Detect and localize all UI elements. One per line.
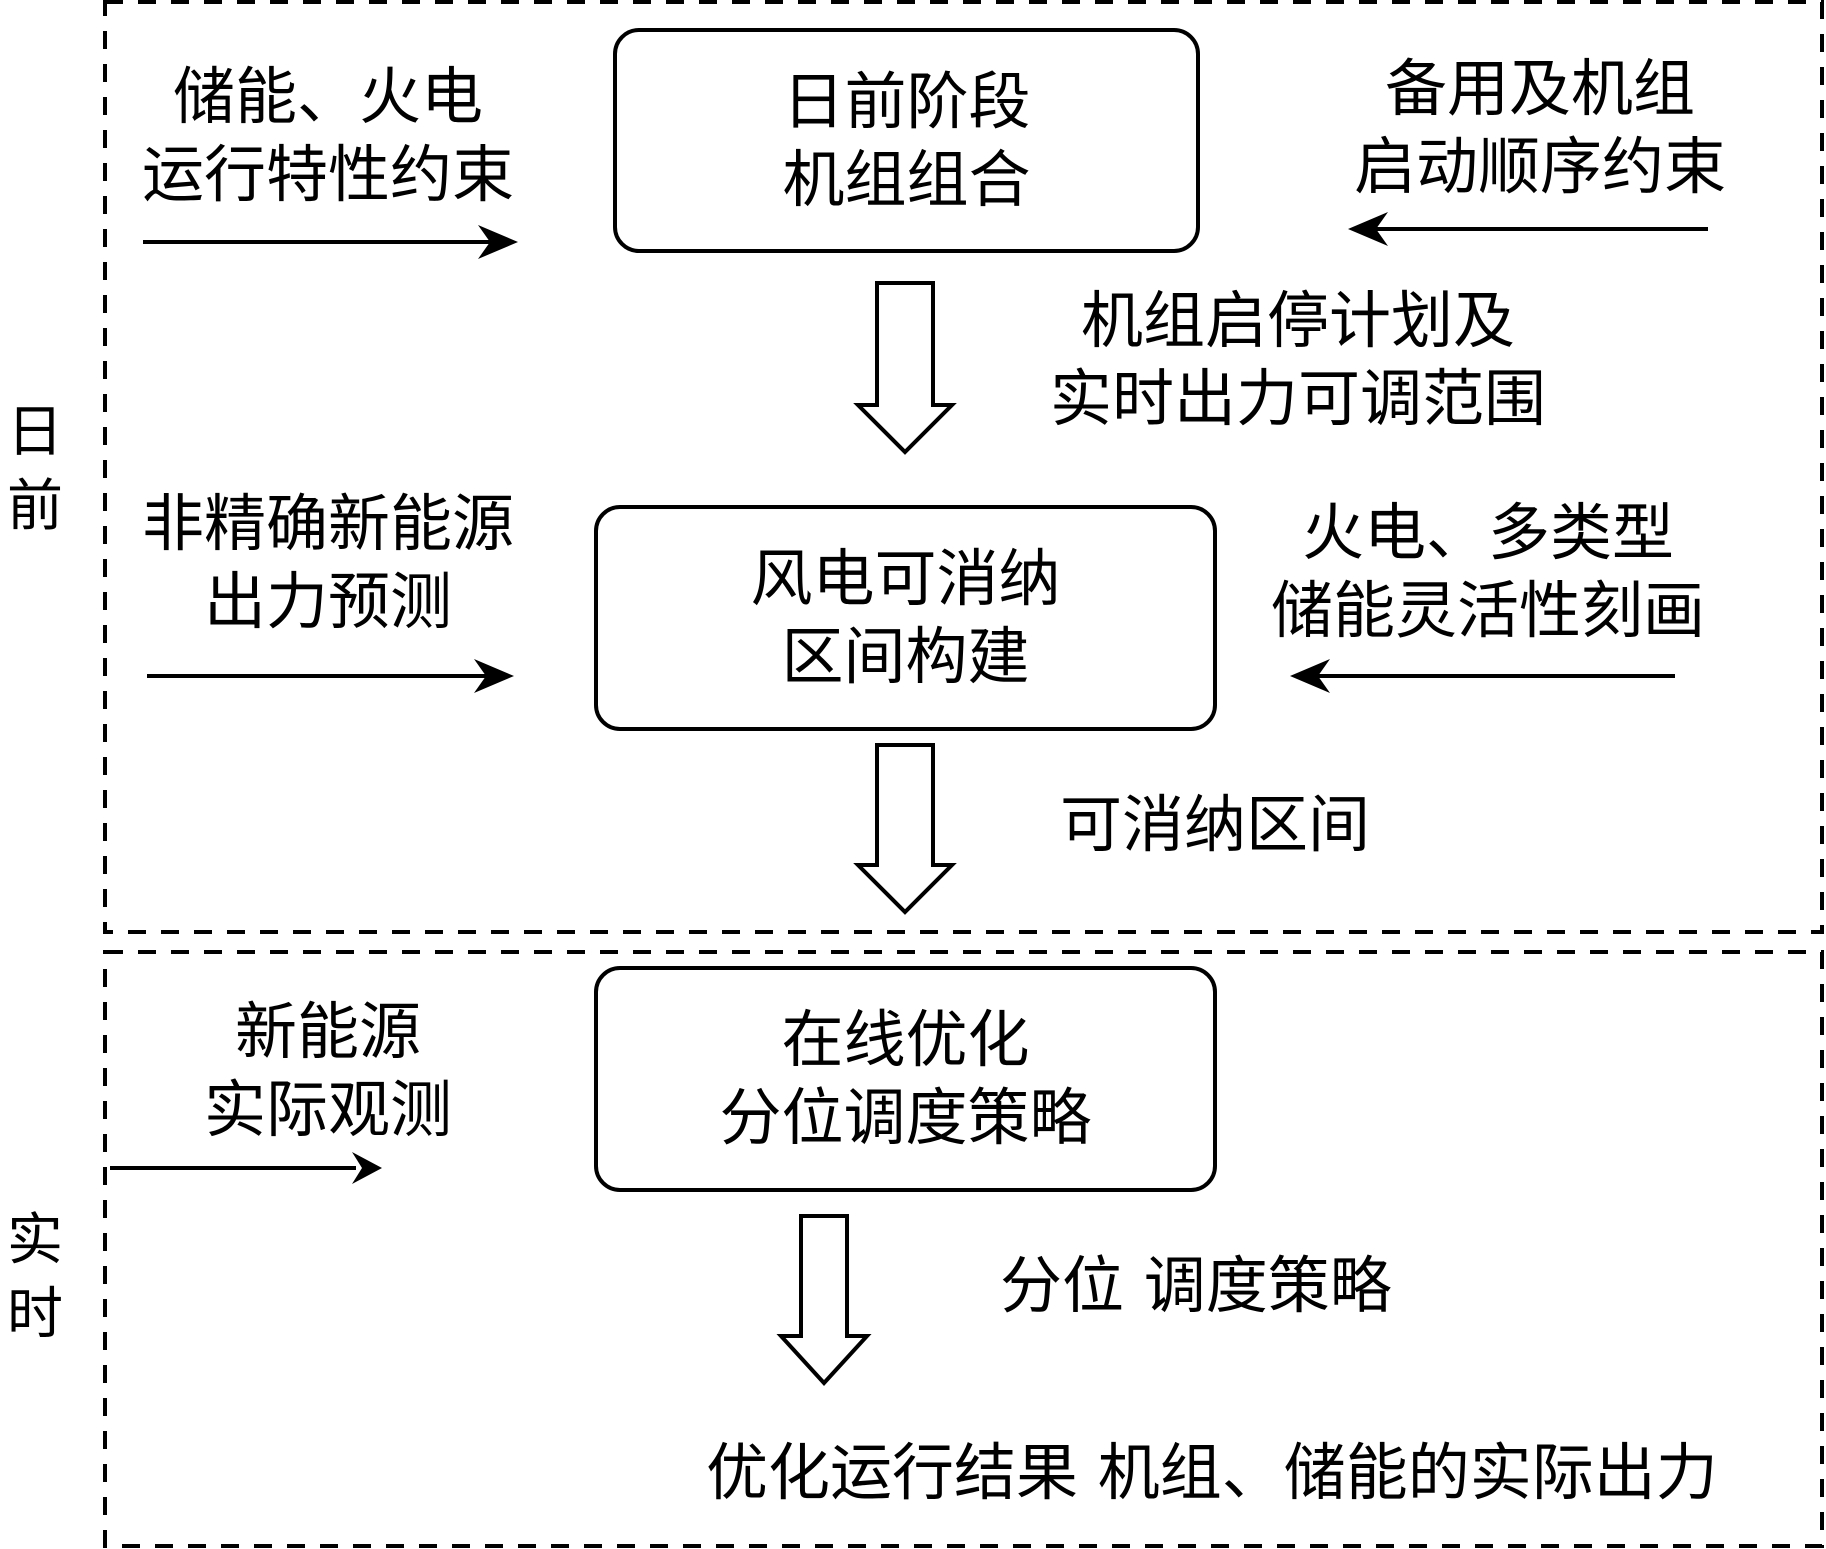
input-left-2: 非精确新能源 出力预测 (128, 485, 528, 641)
input-arrow-left-3 (110, 1152, 382, 1184)
input-right-1-line2: 启动顺序约束 (1353, 130, 1726, 203)
flow-arrow-1 (853, 281, 957, 455)
input-right-2-line2: 储能灵活性刻画 (1270, 574, 1705, 647)
box-online-optimization-line1: 在线优化 (781, 1003, 1030, 1076)
input-left-1: 储能、火电 运行特性约束 (128, 58, 528, 214)
input-left-3-line1: 新能源 (234, 995, 421, 1068)
phase-label-real-time-char-2: 时 (7, 1282, 63, 1347)
box-online-optimization-line2: 分位调度策略 (719, 1081, 1092, 1154)
box-unit-commitment-line1: 日前阶段 (782, 64, 1031, 138)
input-left-2-line2: 出力预测 (203, 565, 452, 638)
box-unit-commitment-line2: 机组组合 (782, 142, 1031, 216)
phase-label-day-ahead-char-1: 日 (7, 400, 63, 465)
input-arrow-right-1 (1348, 212, 1708, 246)
day-ahead-region (103, 0, 1824, 934)
box-wind-accommodation-interval[interactable]: 风电可消纳 区间构建 (594, 505, 1217, 731)
box-unit-commitment[interactable]: 日前阶段 机组组合 (613, 28, 1200, 253)
flow-label-1: 机组启停计划及 实时出力可调范围 (1018, 282, 1578, 438)
input-left-1-line2: 运行特性约束 (141, 138, 514, 211)
input-arrow-left-2 (147, 659, 514, 693)
input-left-1-line1: 储能、火电 (172, 60, 483, 133)
flow-arrow-3 (776, 1214, 872, 1386)
real-time-region (103, 950, 1824, 1548)
input-right-1: 备用及机组 启动顺序约束 (1330, 50, 1750, 206)
phase-label-real-time: 实 时 (0, 1204, 70, 1352)
phase-label-day-ahead-char-2: 前 (7, 474, 63, 539)
input-left-3: 新能源 实际观测 (128, 993, 528, 1149)
input-right-2-line1: 火电、多类型 (1301, 496, 1674, 569)
flow-label-3: 分位 调度策略 (1000, 1249, 1392, 1322)
phase-label-real-time-char-1: 实 (7, 1208, 63, 1273)
input-arrow-left-1 (143, 225, 518, 259)
flow-arrow-2 (853, 743, 957, 915)
flow-label-1-line2: 实时出力可调范围 (1049, 362, 1546, 435)
box-wind-accommodation-line2: 区间构建 (781, 620, 1030, 693)
input-arrow-right-2 (1290, 659, 1675, 693)
input-right-1-line1: 备用及机组 (1384, 52, 1695, 125)
result-text: 优化运行结果 机组、储能的实际出力 (706, 1436, 1718, 1509)
input-left-2-line1: 非精确新能源 (141, 487, 514, 560)
input-left-3-line2: 实际观测 (203, 1073, 452, 1146)
box-wind-accommodation-line1: 风电可消纳 (750, 542, 1061, 615)
phase-label-day-ahead: 日 前 (0, 396, 70, 544)
box-online-optimization[interactable]: 在线优化 分位调度策略 (594, 966, 1217, 1192)
flow-label-2: 可消纳区间 (1060, 788, 1371, 861)
flow-label-1-line1: 机组启停计划及 (1080, 284, 1515, 357)
input-right-2: 火电、多类型 储能灵活性刻画 (1248, 494, 1728, 650)
